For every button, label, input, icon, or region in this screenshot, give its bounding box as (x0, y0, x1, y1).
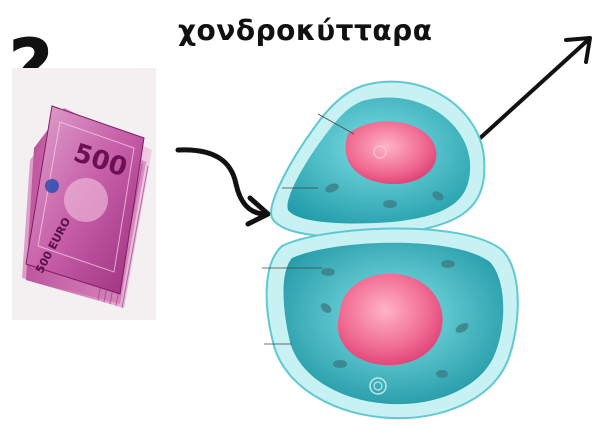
bottom-cell (262, 228, 518, 418)
top-cell (271, 82, 484, 237)
page-title: χονδροκύτταρα (178, 14, 432, 47)
euro-banknote-stack-image: 500 500 EURO (12, 68, 156, 320)
chondrocyte-cell-illustration (252, 68, 542, 428)
bottom-nucleus (338, 274, 443, 365)
